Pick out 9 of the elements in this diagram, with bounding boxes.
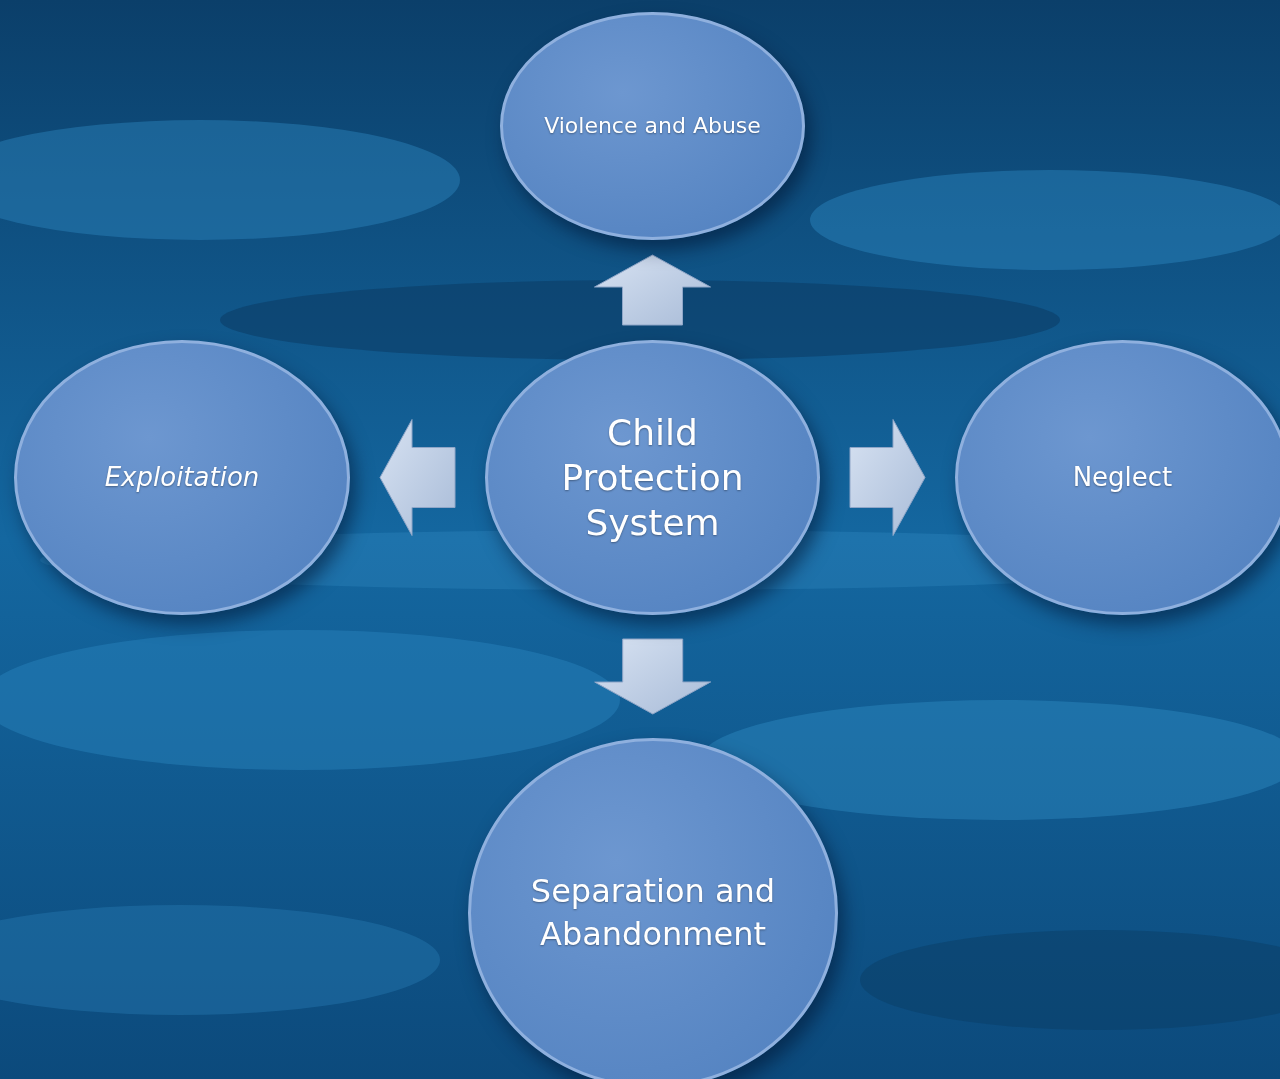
topic-label: Exploitation	[103, 461, 261, 494]
topic-label: Violence and Abuse	[543, 112, 762, 140]
block-arrow	[594, 254, 711, 326]
block-arrow	[594, 638, 712, 715]
topic-label: Separation and Abandonment	[529, 870, 777, 955]
block-arrow	[379, 419, 456, 536]
topic-label: Neglect	[1071, 461, 1174, 494]
block-arrow	[849, 419, 926, 536]
topic-label: Child Protection System	[560, 411, 745, 545]
